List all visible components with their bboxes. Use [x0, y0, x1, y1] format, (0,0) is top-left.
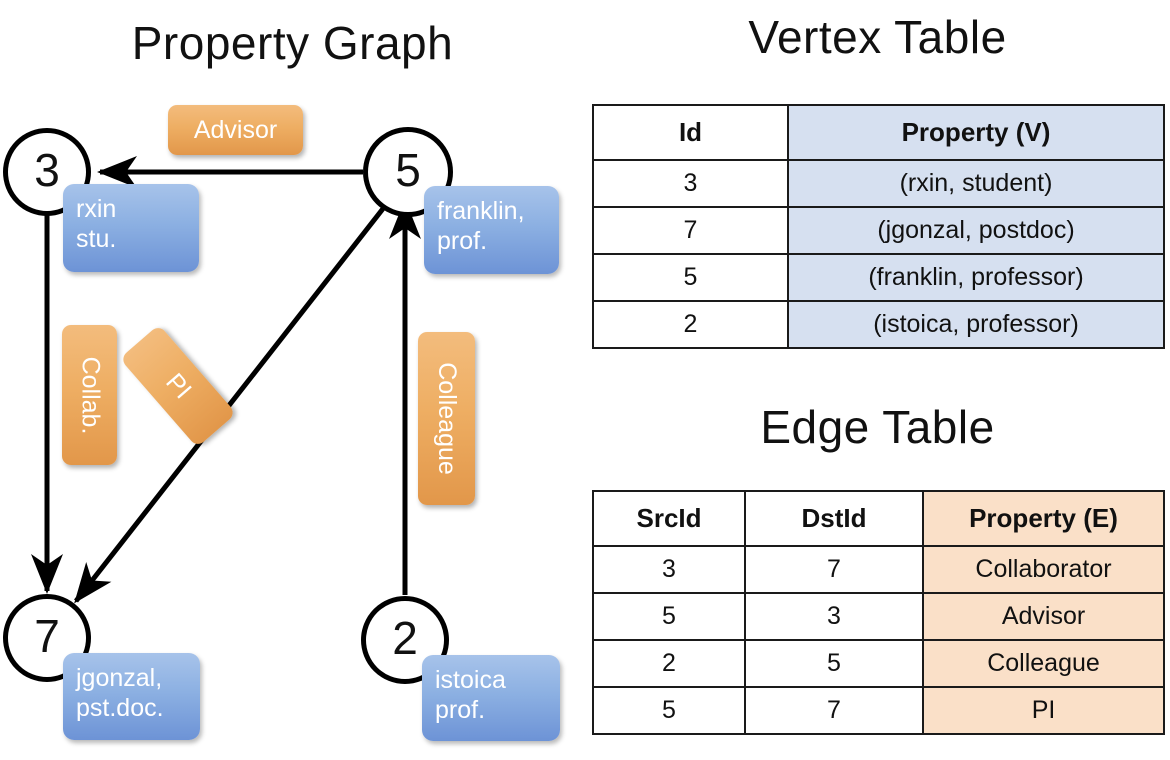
graph-node-3[interactable]: 3 — [3, 128, 91, 216]
page-title-edge-table: Edge Table — [760, 401, 995, 453]
node-property-7-line1: jgonzal, — [76, 664, 163, 692]
edge-cell-dstid: 7 — [744, 545, 924, 594]
vertex-cell-id: 5 — [592, 253, 789, 302]
table-row[interactable]: 2 (istoica, professor) — [592, 300, 1165, 349]
node-property-5-line2: prof. — [437, 226, 488, 255]
table-row[interactable]: 2 5 Colleague — [592, 639, 1165, 688]
vertex-cell-id: 7 — [592, 206, 789, 255]
edge-label-colleague: Colleague — [418, 332, 475, 505]
table-row[interactable]: 5 (franklin, professor) — [592, 253, 1165, 302]
edge-cell-dstid: 5 — [744, 639, 924, 688]
vertex-cell-property: (istoica, professor) — [787, 300, 1165, 349]
edge-table-header-property: Property (E) — [922, 490, 1165, 547]
vertex-table-header-id: Id — [592, 104, 789, 161]
vertex-cell-id: 3 — [592, 159, 789, 208]
vertex-table: Id Property (V) 3 (rxin, student) 7 (jgo… — [592, 104, 1165, 349]
node-property-2-line1: istoica — [435, 666, 506, 694]
vertex-table-header-row: Id Property (V) — [592, 104, 1165, 161]
table-row[interactable]: 3 (rxin, student) — [592, 159, 1165, 208]
edge-table-header-row: SrcId DstId Property (E) — [592, 490, 1165, 547]
edge-cell-property: Collaborator — [922, 545, 1165, 594]
vertex-table-header-property: Property (V) — [787, 104, 1165, 161]
edge-cell-srcid: 5 — [592, 592, 746, 641]
table-row[interactable]: 3 7 Collaborator — [592, 545, 1165, 594]
edge-label-collab: Collab. — [62, 325, 117, 465]
edge-table-header-srcid: SrcId — [592, 490, 746, 547]
edge-label-advisor-text: Advisor — [193, 115, 278, 144]
edge-label-advisor: Advisor — [168, 105, 303, 155]
edge-label-collab-text: Collab. — [76, 356, 105, 434]
edge-cell-dstid: 7 — [744, 686, 924, 735]
edge-cell-property: Advisor — [922, 592, 1165, 641]
page-title-property-graph: Property Graph — [131, 17, 454, 69]
node-property-7-line2: pst.doc. — [76, 693, 164, 722]
node-property-2-line2: prof. — [435, 695, 486, 724]
vertex-cell-property: (franklin, professor) — [787, 253, 1165, 302]
edge-table: SrcId DstId Property (E) 3 7 Collaborato… — [592, 490, 1165, 735]
graph-node-5-label: 5 — [395, 144, 421, 196]
edge-cell-srcid: 3 — [592, 545, 746, 594]
edge-cell-srcid: 2 — [592, 639, 746, 688]
edge-label-pi-text: PI — [160, 367, 197, 404]
node-property-box-5: franklin, prof. — [424, 186, 559, 274]
graph-node-3-label: 3 — [34, 144, 60, 196]
edge-line-5-7 — [74, 199, 391, 604]
table-row[interactable]: 5 7 PI — [592, 686, 1165, 735]
vertex-cell-property: (jgonzal, postdoc) — [787, 206, 1165, 255]
edge-table-header-dstid: DstId — [744, 490, 924, 547]
node-property-box-3: rxin stu. — [63, 184, 199, 272]
node-property-3-line1: rxin — [76, 195, 117, 223]
node-property-box-7: jgonzal, pst.doc. — [63, 653, 200, 740]
edge-cell-property: PI — [922, 686, 1165, 735]
graph-node-2-label: 2 — [392, 612, 418, 664]
node-property-3-line2: stu. — [76, 224, 117, 253]
property-graph-diagram: 3 rxin stu. 5 franklin, prof. 7 jgonzal,… — [0, 85, 585, 760]
table-row[interactable]: 7 (jgonzal, postdoc) — [592, 206, 1165, 255]
vertex-cell-id: 2 — [592, 300, 789, 349]
edge-cell-dstid: 3 — [744, 592, 924, 641]
graph-edge-lines — [31, 156, 421, 604]
edge-cell-property: Colleague — [922, 639, 1165, 688]
vertex-cell-property: (rxin, student) — [787, 159, 1165, 208]
node-property-box-2: istoica prof. — [422, 655, 560, 741]
edge-cell-srcid: 5 — [592, 686, 746, 735]
table-row[interactable]: 5 3 Advisor — [592, 592, 1165, 641]
node-property-5-line1: franklin, — [437, 197, 525, 225]
edge-label-colleague-text: Colleague — [433, 362, 461, 475]
graph-node-7-label: 7 — [34, 610, 60, 662]
page-title-vertex-table: Vertex Table — [748, 11, 1007, 63]
